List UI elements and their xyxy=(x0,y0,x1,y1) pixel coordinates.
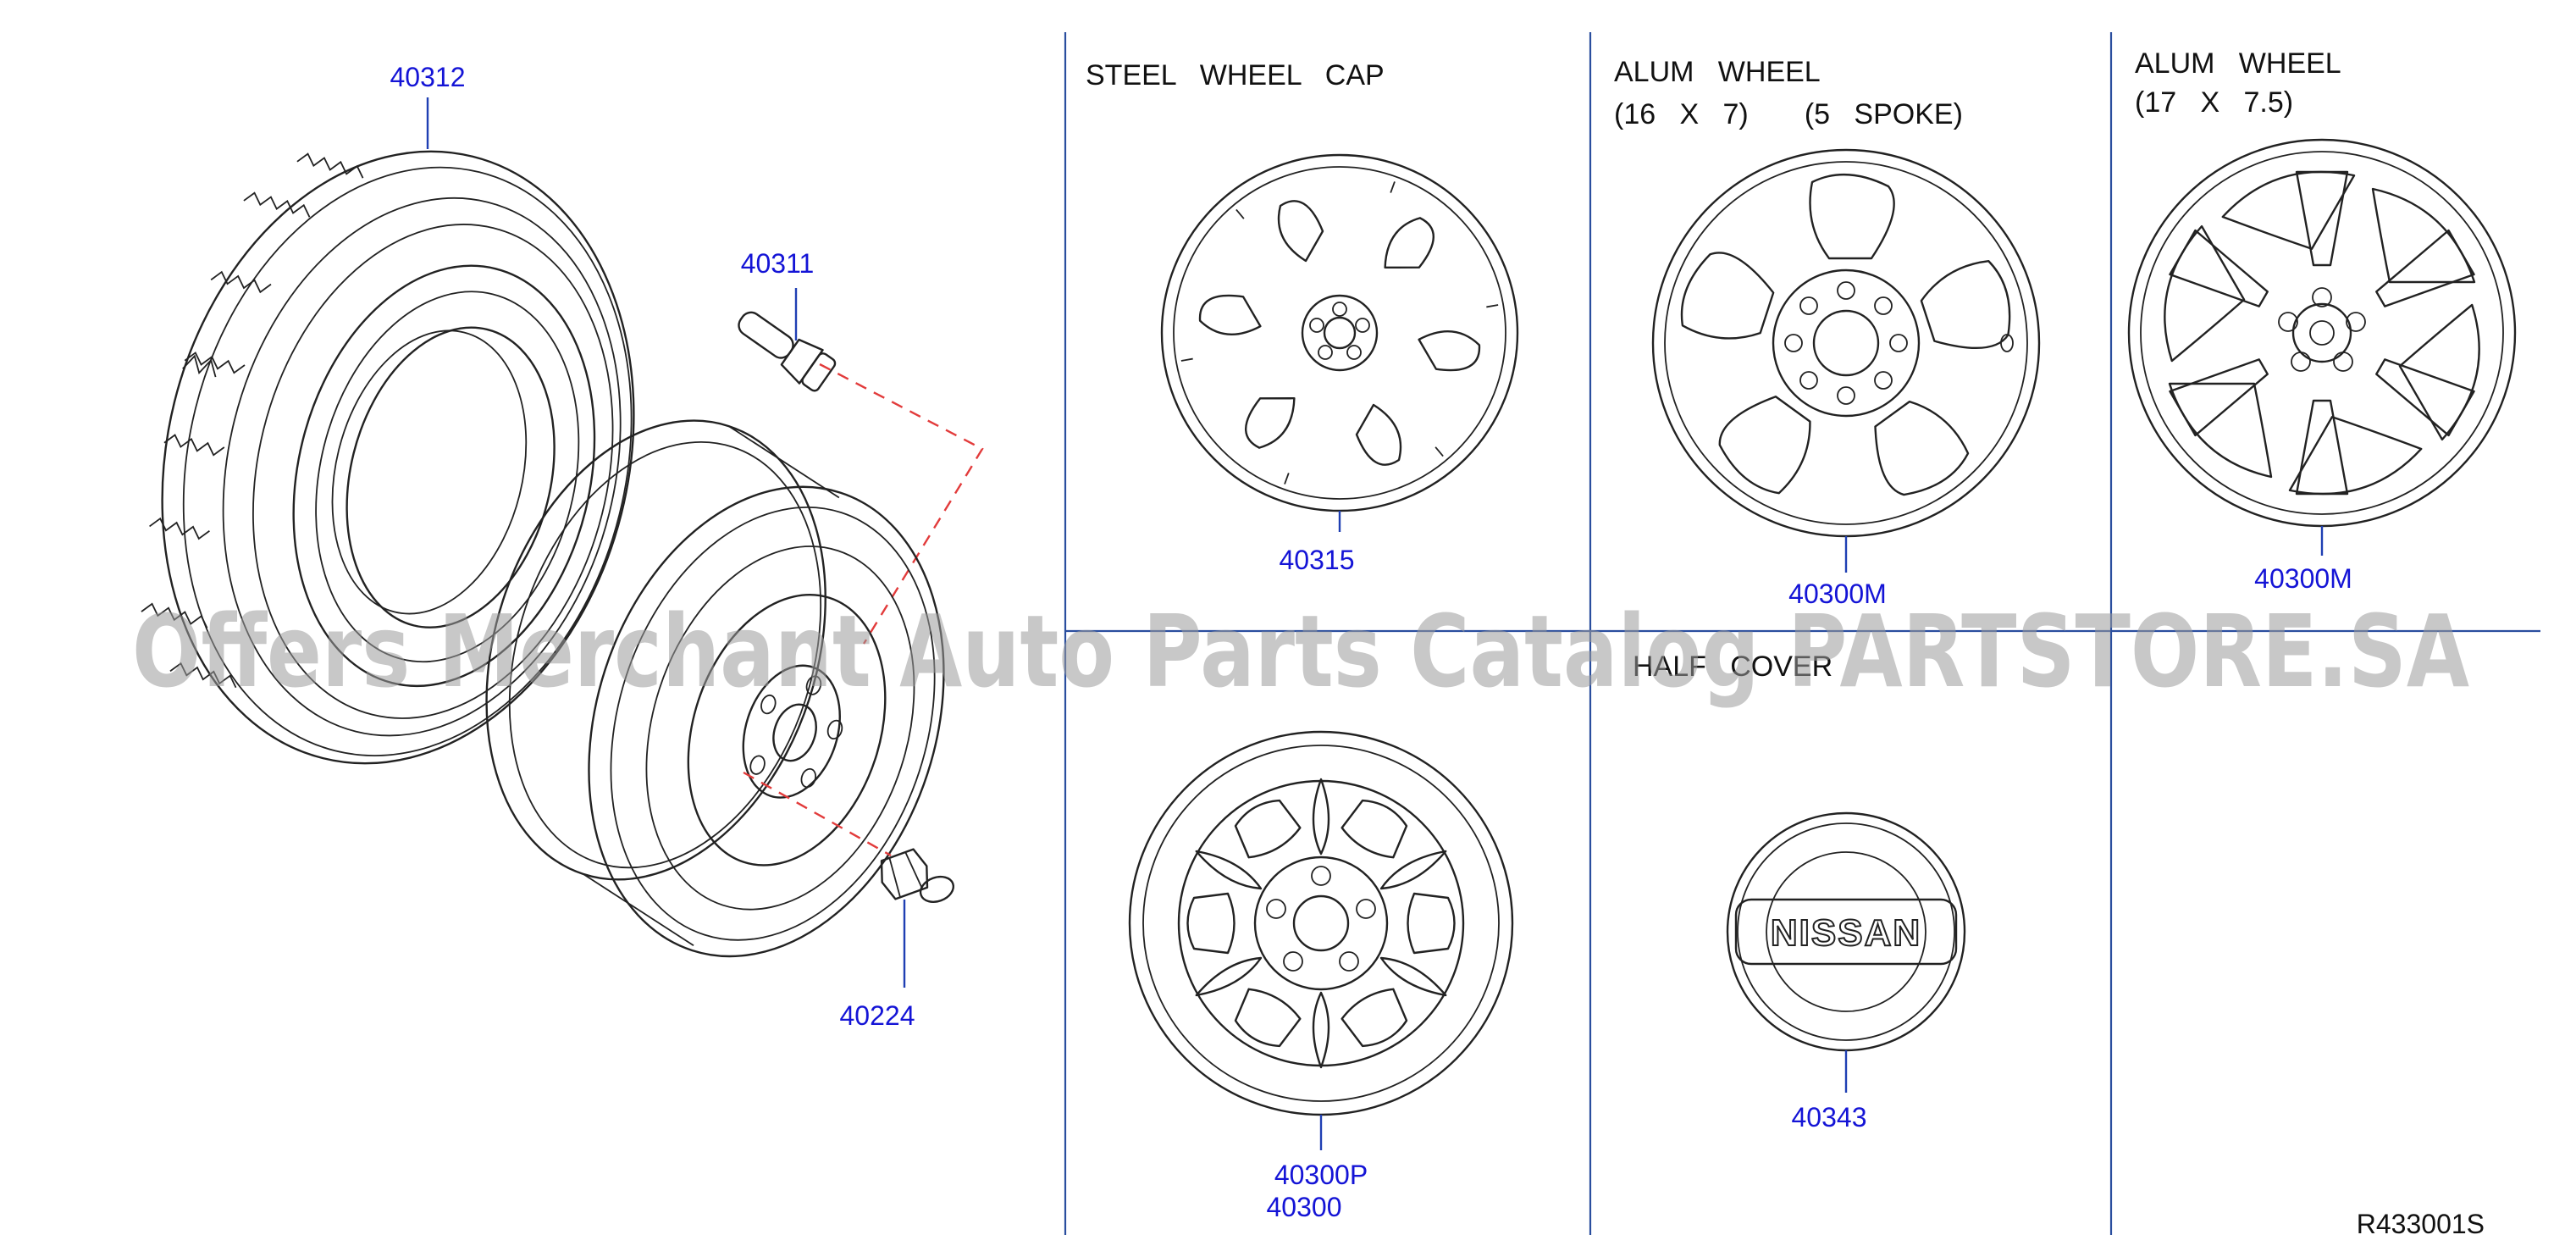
steel-wheel-drawing[interactable] xyxy=(418,376,1011,1002)
heading-half-cover: HALF COVER xyxy=(1633,651,1832,683)
heading-alum-wheel-17-line2: (17 X 7.5) xyxy=(2135,86,2293,119)
center-cap-drawing[interactable]: NISSAN xyxy=(1726,811,1966,1052)
part-number-steel-wheel-p[interactable]: 40300P xyxy=(1274,1160,1368,1190)
heading-alum-wheel-16-line2: (16 X 7) (5 SPOKE) xyxy=(1614,98,1963,130)
wheel-cap-drawing[interactable] xyxy=(1160,153,1519,512)
part-number-center-cap[interactable]: 40343 xyxy=(1792,1102,1867,1132)
valve-stem-drawing[interactable] xyxy=(730,302,837,394)
steel-wheel-front-windows xyxy=(1186,778,1456,1069)
watermark-text: Offers Merchant Auto Parts Catalog PARTS… xyxy=(132,593,2469,710)
part-number-tire[interactable]: 40312 xyxy=(390,62,466,92)
part-number-valve[interactable]: 40311 xyxy=(741,248,815,279)
part-number-steel-wheel[interactable]: 40300 xyxy=(1267,1192,1342,1222)
alum-wheel-17-windows xyxy=(2164,170,2480,496)
part-number-nut[interactable]: 40224 xyxy=(840,1000,915,1031)
wheel-cap-slots xyxy=(1180,181,1499,485)
tread-pattern xyxy=(141,152,364,689)
alum-wheel-17-drawing[interactable] xyxy=(2121,129,2523,537)
heading-alum-wheel-16-line1: ALUM WHEEL xyxy=(1614,56,1821,88)
nut-dashed-leader xyxy=(743,771,892,857)
lug-nut-drawing[interactable] xyxy=(875,840,957,917)
heading-alum-wheel-17-line1: ALUM WHEEL xyxy=(2135,47,2341,80)
part-number-alum-wheel-16[interactable]: 40300M xyxy=(1788,579,1887,609)
alum-wheel-16-drawing[interactable] xyxy=(1651,148,2041,538)
wheel-cap-vents xyxy=(1198,200,1481,466)
nissan-emblem-text: NISSAN xyxy=(1771,912,1921,954)
part-number-wheel-cap[interactable]: 40315 xyxy=(1280,545,1355,575)
diagram-reference: R433001S xyxy=(2357,1209,2485,1239)
alum-wheel-16-windows xyxy=(1680,174,2011,496)
heading-steel-wheel-cap: STEEL WHEEL CAP xyxy=(1086,59,1385,91)
tire-drawing[interactable] xyxy=(100,101,697,814)
part-number-alum-wheel-17[interactable]: 40300M xyxy=(2254,563,2352,594)
panel-dividers xyxy=(1064,32,2540,1235)
valve-dashed-leader xyxy=(819,363,984,645)
steel-wheel-front-drawing[interactable] xyxy=(1128,730,1514,1116)
